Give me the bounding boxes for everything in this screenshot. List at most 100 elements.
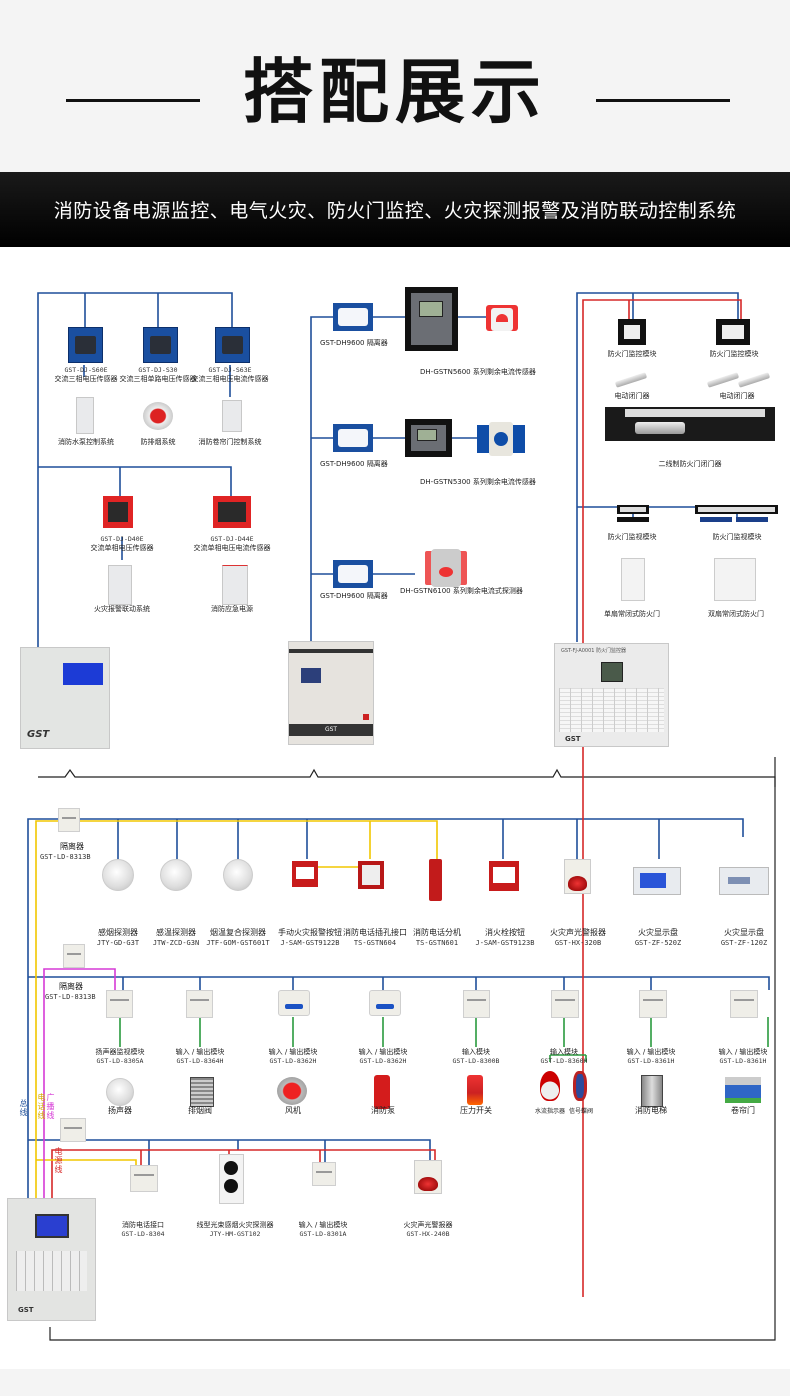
isolator-module[interactable] — [58, 808, 80, 832]
wire-bus — [84, 293, 159, 327]
door-monitor-module[interactable] — [716, 319, 750, 345]
wire-bus — [83, 365, 231, 397]
wire-bus — [117, 819, 660, 859]
two-wire-door-closer — [605, 407, 775, 441]
page-header: 搭配展示 — [0, 0, 790, 172]
telephone-interface-module[interactable] — [130, 1165, 158, 1192]
electrical-fire-controller[interactable]: GST — [288, 641, 374, 745]
residual-current-detector[interactable] — [425, 549, 467, 587]
device-label: 信号蝶阀 — [568, 1108, 593, 1115]
detector-label: DH-GSTN5600 系列剩余电流传感器 — [420, 368, 536, 376]
isolator-module[interactable] — [63, 944, 85, 968]
input-module[interactable] — [551, 990, 579, 1018]
page-title: 搭配展示 — [243, 51, 547, 133]
repeater-panel[interactable] — [719, 867, 769, 895]
isolator-module[interactable] — [60, 1118, 86, 1142]
voltage-sensor[interactable] — [143, 327, 178, 363]
speaker-icon — [106, 1078, 134, 1106]
sounder-strobe[interactable] — [564, 859, 591, 894]
signal-valve-icon — [573, 1071, 587, 1101]
io-module[interactable] — [186, 990, 213, 1018]
wire-label-telephone: 电话线 — [37, 1093, 46, 1120]
telephone-jack[interactable] — [358, 861, 384, 889]
module-label: 防火门监控模块 — [709, 350, 759, 358]
shutter-control-cabinet — [222, 400, 242, 432]
module-label: 防火门监视模块 — [607, 533, 657, 541]
wire-telephone — [36, 1159, 137, 1165]
residual-current-monitor[interactable] — [405, 419, 452, 457]
fire-telephone[interactable] — [429, 859, 442, 901]
wire-return — [49, 757, 776, 1341]
wire-bus — [373, 316, 490, 575]
isolator-label: GST-DH9600 隔离器 — [320, 592, 388, 600]
device-label: 排烟阀 — [188, 1106, 212, 1115]
double-fire-door — [714, 558, 756, 601]
controller-screen — [63, 663, 103, 685]
system-label: 消防应急电源 — [211, 605, 253, 613]
power-monitor-controller[interactable]: GST — [20, 647, 110, 749]
input-module[interactable] — [463, 990, 490, 1018]
isolator-label: GST-DH9600 隔离器 — [320, 339, 388, 347]
manual-call-point[interactable] — [292, 861, 318, 887]
residual-current-monitor[interactable] — [405, 287, 458, 351]
door-monitor-strip[interactable] — [695, 505, 778, 514]
wire-bus — [37, 292, 233, 647]
brand-logo: GST — [289, 724, 373, 736]
device-label: 压力开关 — [460, 1106, 492, 1115]
system-label: 消防水泵控制系统 — [58, 438, 114, 446]
fire-elevator-icon — [641, 1075, 663, 1107]
wire-label-bus: 总线 — [19, 1099, 28, 1117]
pressure-switch-icon — [467, 1075, 483, 1105]
voltage-sensor[interactable] — [68, 327, 103, 363]
combo-detector[interactable] — [223, 859, 253, 891]
fire-alarm-controller[interactable]: GST — [7, 1198, 96, 1321]
voltage-current-sensor[interactable] — [215, 327, 250, 363]
smoke-detector[interactable] — [102, 859, 134, 891]
current-transformer — [486, 305, 518, 331]
controller-label: GST-FJ-A0001 防火门监控器 — [561, 648, 627, 654]
wire-separator — [38, 768, 776, 787]
smoke-damper-icon — [190, 1077, 214, 1107]
brand-logo: GST — [27, 729, 50, 740]
io-module[interactable] — [639, 990, 667, 1018]
emergency-power-cabinet — [222, 565, 248, 605]
system-label: 火灾报警联动系统 — [94, 605, 150, 613]
module-label: 防火门监视模块 — [712, 533, 762, 541]
rolling-shutter-icon — [725, 1077, 761, 1103]
single-phase-sensor[interactable] — [103, 496, 133, 528]
single-phase-vi-sensor[interactable] — [213, 496, 251, 528]
device-label: 扬声器 — [108, 1106, 132, 1115]
isolator[interactable] — [333, 424, 373, 452]
isolator[interactable] — [333, 560, 373, 588]
hydrant-button[interactable] — [489, 861, 519, 891]
wire-bus — [576, 292, 739, 642]
io-module[interactable] — [369, 990, 401, 1016]
smoke-exhaust-fan-icon — [143, 402, 173, 430]
beam-smoke-detector[interactable] — [219, 1154, 244, 1204]
door-monitor-strip[interactable] — [617, 505, 649, 514]
io-module[interactable] — [278, 990, 310, 1016]
alarm-linkage-cabinet — [108, 565, 132, 605]
speaker-monitor-module[interactable] — [106, 990, 133, 1018]
fire-door-controller[interactable]: GST-FJ-A0001 防火门监控器 GST — [554, 643, 669, 747]
repeater-panel[interactable] — [633, 867, 681, 895]
io-module[interactable] — [730, 990, 758, 1018]
detector-label: DH-GSTN5300 系列剩余电流传感器 — [420, 478, 536, 486]
isolator[interactable] — [333, 303, 373, 331]
device-label: 卷帘门 — [731, 1106, 755, 1115]
heat-detector[interactable] — [160, 859, 192, 891]
io-module[interactable] — [312, 1162, 336, 1186]
sounder-strobe[interactable] — [414, 1160, 442, 1194]
door-monitor-module[interactable] — [618, 319, 646, 345]
